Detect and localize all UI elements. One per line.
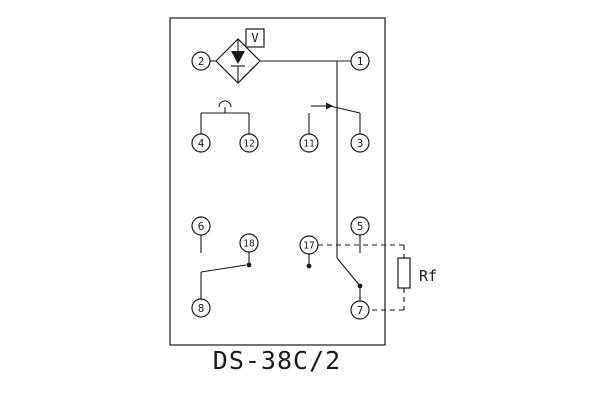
terminal-6-circle: [191, 216, 211, 236]
terminal-7: 7: [350, 300, 370, 320]
terminal-4: 4: [191, 133, 211, 153]
junction-dot-17: [306, 263, 312, 269]
terminal-7-circle: [350, 300, 370, 320]
terminal-1-circle: [350, 51, 370, 71]
terminal-1: 1: [350, 51, 370, 71]
terminal-5-label: 5: [357, 220, 364, 233]
terminal-5-circle: [350, 216, 370, 236]
enclosure-border: [169, 17, 386, 346]
contact-flag-arc: [218, 100, 232, 108]
terminal-6: 6: [191, 216, 211, 236]
terminal-8-circle: [191, 298, 211, 318]
terminal-1-label: 1: [357, 55, 364, 68]
contact-4-12: [200, 100, 250, 134]
contact-8-18-arm: [200, 264, 247, 273]
terminal-8-label: 8: [198, 302, 205, 315]
terminal-17-label: 17: [303, 241, 314, 252]
contact-5-7-17: [306, 235, 363, 301]
external-resistor-circuit: Rf: [318, 244, 437, 311]
terminal-11: 11: [299, 133, 319, 153]
junction-dot-18: [246, 262, 252, 268]
terminal-17-circle: [299, 235, 319, 255]
terminal-11-label: 11: [303, 139, 315, 150]
terminal-17: 17: [299, 235, 319, 255]
terminal-11-circle: [299, 133, 319, 153]
diode-icon: [231, 39, 245, 83]
terminal-18-label: 18: [243, 239, 255, 250]
junction-dot-7: [357, 283, 363, 289]
contact-11-3: [308, 102, 361, 134]
terminal-4-label: 4: [198, 137, 205, 150]
terminal-2: 2: [191, 51, 211, 71]
voltage-element-box: [245, 28, 265, 48]
terminal-5: 5: [350, 216, 370, 236]
terminal-4-circle: [191, 133, 211, 153]
terminal-3: 3: [350, 133, 370, 153]
terminal-12: 12: [239, 133, 259, 153]
diode-triangle: [231, 51, 245, 64]
terminal-12-label: 12: [243, 139, 254, 150]
resistor-rf: [397, 257, 411, 289]
terminal-18: 18: [239, 233, 259, 253]
terminal-7-label: 7: [357, 304, 364, 317]
resistor-label: Rf: [419, 267, 437, 285]
terminal-3-circle: [350, 133, 370, 153]
contact-arrow-icon: [326, 102, 333, 110]
terminal-12-circle: [239, 133, 259, 153]
terminal-3-label: 3: [357, 137, 364, 150]
terminal-2-circle: [191, 51, 211, 71]
terminal-8: 8: [191, 298, 211, 318]
voltage-element-label: V: [251, 31, 258, 45]
terminal-6-label: 6: [198, 220, 205, 233]
contact-6-8-18: [200, 235, 252, 299]
contact-11-3-arm: [329, 105, 361, 114]
terminal-18-circle: [239, 233, 259, 253]
diagram-title: DS-38C/2: [213, 346, 341, 375]
terminal-2-label: 2: [198, 55, 205, 68]
contact-common-7-arm: [336, 257, 361, 287]
